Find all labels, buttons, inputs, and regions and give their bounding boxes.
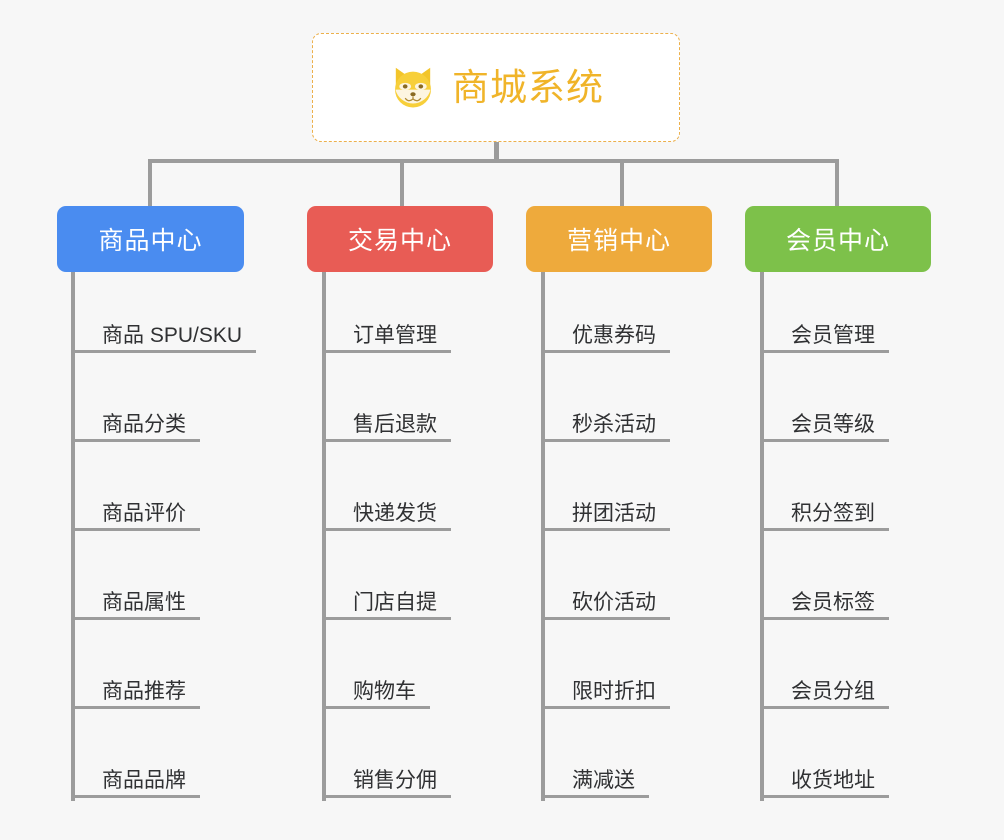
leaf-underline [322,439,451,442]
leaf-item[interactable]: 销售分佣 [322,754,451,798]
leaf-underline [71,795,200,798]
leaf-underline [760,795,889,798]
leaf-label: 订单管理 [353,323,437,347]
leaf-underline [71,528,200,531]
leaf-underline [760,528,889,531]
leaf-item[interactable]: 订单管理 [322,309,451,353]
branch-box-product-center[interactable]: 商品中心 [57,206,244,272]
leaf-item[interactable]: 商品 SPU/SKU [71,309,257,353]
leaf-underline [541,528,670,531]
leaf-item[interactable]: 会员等级 [760,398,889,442]
leaf-item[interactable]: 门店自提 [322,576,451,620]
leaf-label: 限时折扣 [572,679,656,703]
leaf-item[interactable]: 会员管理 [760,309,889,353]
leaf-label: 购物车 [353,679,416,703]
leaf-item[interactable]: 砍价活动 [541,576,670,620]
leaf-item[interactable]: 满减送 [541,754,649,798]
leaf-underline [71,617,200,620]
leaf-underline [71,439,200,442]
branch-label: 营销中心 [566,227,671,255]
leaf-label: 门店自提 [353,590,437,614]
leaf-label: 售后退款 [353,412,437,436]
leaf-item[interactable]: 购物车 [322,665,430,709]
leaf-underline [322,706,430,709]
leaf-underline [541,706,670,709]
leaf-item[interactable]: 商品分类 [71,398,200,442]
leaf-item[interactable]: 会员分组 [760,665,889,709]
leaf-item[interactable]: 快递发货 [322,487,451,531]
leaf-underline [322,350,451,353]
leaf-label: 积分签到 [791,501,875,525]
connector-root-stem [494,142,499,162]
branch-box-member-center[interactable]: 会员中心 [745,206,931,272]
branch-box-marketing-center[interactable]: 营销中心 [526,206,712,272]
leaf-label: 商品分类 [102,412,186,436]
leaf-label: 满减送 [572,768,635,792]
branch-label: 商品中心 [98,227,203,255]
connector-trunk-2 [322,272,326,801]
leaf-item[interactable]: 商品评价 [71,487,200,531]
leaf-underline [322,528,451,531]
connector-trunk-4 [760,272,764,801]
leaf-item[interactable]: 秒杀活动 [541,398,670,442]
leaf-item[interactable]: 优惠券码 [541,309,670,353]
leaf-item[interactable]: 收货地址 [760,754,889,798]
leaf-item[interactable]: 限时折扣 [541,665,670,709]
leaf-underline [322,617,451,620]
leaf-item[interactable]: 商品品牌 [71,754,200,798]
leaf-label: 商品属性 [102,590,186,614]
leaf-item[interactable]: 售后退款 [322,398,451,442]
leaf-underline [541,617,670,620]
leaf-underline [541,439,670,442]
leaf-label: 砍价活动 [572,590,656,614]
leaf-label: 商品品牌 [102,768,186,792]
leaf-label: 会员分组 [791,679,875,703]
leaf-underline [760,439,889,442]
leaf-label: 销售分佣 [353,768,437,792]
leaf-underline [760,706,889,709]
leaf-underline [760,617,889,620]
leaf-label: 拼团活动 [572,501,656,525]
branch-label: 交易中心 [347,227,452,255]
leaf-underline [541,350,670,353]
leaf-item[interactable]: 商品推荐 [71,665,200,709]
connector-drop-branch-2 [400,159,404,207]
connector-trunk-1 [71,272,75,801]
leaf-item[interactable]: 积分签到 [760,487,889,531]
leaf-label: 会员等级 [791,412,875,436]
leaf-label: 商品 SPU/SKU [102,323,243,347]
leaf-underline [322,795,451,798]
branch-box-trade-center[interactable]: 交易中心 [307,206,493,272]
connector-drop-branch-3 [620,159,624,207]
leaf-label: 快递发货 [353,501,437,525]
leaf-underline [71,350,257,353]
leaf-underline [71,706,200,709]
leaf-label: 秒杀活动 [572,412,656,436]
leaf-item[interactable]: 商品属性 [71,576,200,620]
connector-drop-branch-1 [148,159,152,207]
root-node-title: 商城系统 [452,67,604,108]
connector-drop-branch-4 [835,159,839,207]
leaf-item[interactable]: 会员标签 [760,576,889,620]
shiba-dog-face-icon [395,67,431,108]
leaf-label: 收货地址 [791,768,875,792]
leaf-label: 商品评价 [102,501,186,525]
leaf-label: 优惠券码 [572,323,656,347]
connector-trunk-3 [541,272,545,801]
leaf-label: 商品推荐 [102,679,186,703]
branch-label: 会员中心 [785,227,890,255]
leaf-underline [541,795,649,798]
leaf-label: 会员标签 [791,590,875,614]
leaf-item[interactable]: 拼团活动 [541,487,670,531]
connector-horizontal-spine [148,159,839,163]
root-node-shop-system[interactable]: 商城系统 [312,33,680,142]
leaf-underline [760,350,889,353]
leaf-label: 会员管理 [791,323,875,347]
